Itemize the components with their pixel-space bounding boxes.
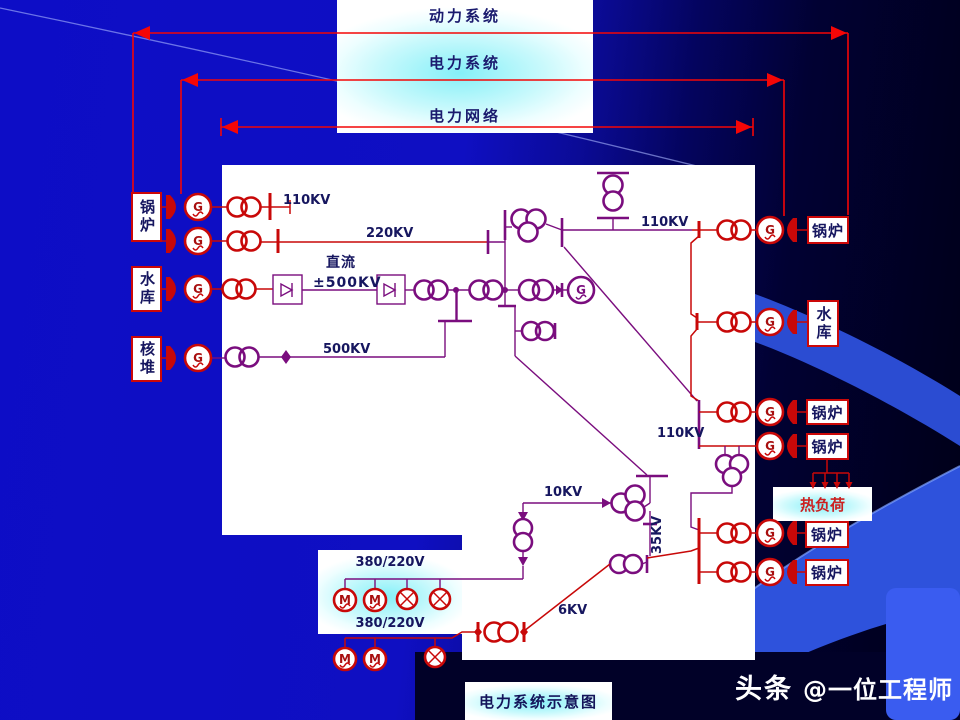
generator-icon: G xyxy=(755,307,785,337)
svg-text:M: M xyxy=(339,652,351,666)
generator-icon: G xyxy=(183,226,213,256)
generator-icon: G xyxy=(566,275,596,305)
label-6kv: 6KV xyxy=(558,603,587,618)
heat-load-feeder xyxy=(809,460,853,489)
plant-box-reservoir-left: 水库 xyxy=(131,266,162,312)
label-380-220v-top: 380/220V xyxy=(355,555,425,570)
svg-text:G: G xyxy=(765,565,775,579)
plant-box-boiler-r5: 锅炉 xyxy=(805,521,849,548)
left-generation-rows xyxy=(162,193,488,370)
plant-box-boiler-r3: 锅炉 xyxy=(806,399,849,425)
right-transformers xyxy=(716,219,757,583)
motor-icon: M xyxy=(332,587,358,613)
lamp-icon xyxy=(423,645,447,669)
plant-box-reservoir-r2: 水库 xyxy=(807,300,839,347)
svg-text:G: G xyxy=(193,351,203,365)
turbine-icon xyxy=(787,218,797,242)
lamp-icon xyxy=(395,587,419,611)
system-levels-box: 动力系统 电力系统 电力网络 xyxy=(337,0,593,133)
turbine-icon xyxy=(787,400,797,424)
motor-icon: M xyxy=(332,646,358,672)
label-110kv-mid: 110KV xyxy=(641,215,688,230)
svg-text:G: G xyxy=(193,200,203,214)
plant-box-boiler-r4: 锅炉 xyxy=(806,433,849,460)
six-kv-link xyxy=(474,547,700,643)
label-500kv: 500KV xyxy=(323,342,370,357)
label-dc: 直流 xyxy=(326,254,356,271)
hvdc-ac-chain xyxy=(405,278,568,321)
generator-icon: G xyxy=(755,215,785,245)
swoosh-stripe xyxy=(755,294,960,446)
generators: G G G G G G G G G G G xyxy=(183,192,785,587)
label-dc-voltage: ±500KV xyxy=(313,275,382,291)
label-110kv-right: 110KV xyxy=(657,426,704,441)
svg-text:M: M xyxy=(339,593,351,607)
plant-box-boiler-left: 锅炉 xyxy=(131,192,162,242)
lamp-icon xyxy=(428,587,452,611)
svg-text:G: G xyxy=(576,283,586,297)
generator-icon: G xyxy=(183,192,213,222)
svg-text:G: G xyxy=(765,315,775,329)
turbine-icon xyxy=(787,434,797,458)
svg-text:G: G xyxy=(193,234,203,248)
svg-text:G: G xyxy=(765,439,775,453)
plant-box-boiler-r6: 锅炉 xyxy=(805,559,849,586)
turbine-icon xyxy=(787,560,797,584)
level-label-power-system: 动力系统 xyxy=(428,7,501,25)
label-35kv: 35KV xyxy=(650,516,665,554)
watermark-brand: 头条 xyxy=(735,674,793,705)
caption-box: 电力系统示意图 xyxy=(465,682,612,720)
label-10kv: 10KV xyxy=(544,485,582,500)
motor-icon: M xyxy=(362,646,388,672)
turbine-icon xyxy=(166,277,176,301)
label-380-220v-bottom: 380/220V xyxy=(355,616,425,631)
svg-text:G: G xyxy=(765,526,775,540)
level-label-electric-network: 电力网络 xyxy=(428,107,501,125)
generator-icon: G xyxy=(183,274,213,304)
voltage-labels: 110KV 220KV 直流 ±500KV 500KV 110KV 110KV … xyxy=(283,193,704,618)
heat-load-box: 热负荷 xyxy=(773,487,872,521)
generator-icon: G xyxy=(183,343,213,373)
right-trunk xyxy=(690,221,757,584)
svg-text:G: G xyxy=(765,405,775,419)
motor-icon: M xyxy=(362,587,388,613)
diagram-panel xyxy=(222,165,755,660)
tie-line-diagonal-b xyxy=(514,355,648,476)
generator-icon: G xyxy=(755,397,785,427)
plant-box-boiler-r1: 锅炉 xyxy=(807,216,849,244)
generator-icon: G xyxy=(755,431,785,461)
top-cluster xyxy=(486,171,698,476)
tie-line-diagonal-a xyxy=(563,246,698,402)
generator-icon: G xyxy=(755,557,785,587)
svg-text:G: G xyxy=(765,223,775,237)
turbine-icon xyxy=(166,195,176,219)
right-turbines xyxy=(787,218,807,584)
svg-text:M: M xyxy=(369,652,381,666)
span-brackets xyxy=(132,26,849,216)
turbine-icon xyxy=(787,310,797,334)
watermark-handle: @一位工程师 xyxy=(803,676,953,704)
lv-distribution xyxy=(344,503,534,648)
svg-text:G: G xyxy=(193,282,203,296)
watermark: 头条 @一位工程师 xyxy=(735,667,953,706)
plant-box-reactor-left: 核堆 xyxy=(131,336,162,382)
svg-text:M: M xyxy=(369,593,381,607)
turbine-icon xyxy=(787,521,797,545)
generator-icon: G xyxy=(755,518,785,548)
turbine-icon xyxy=(166,346,176,370)
motors-and-lamps: M M M M xyxy=(332,587,452,672)
corner-tab xyxy=(886,588,960,720)
level-label-electric-system: 电力系统 xyxy=(428,54,501,72)
label-110kv-left: 110KV xyxy=(283,193,330,208)
label-220kv: 220KV xyxy=(366,226,413,241)
turbine-icon xyxy=(166,229,176,253)
